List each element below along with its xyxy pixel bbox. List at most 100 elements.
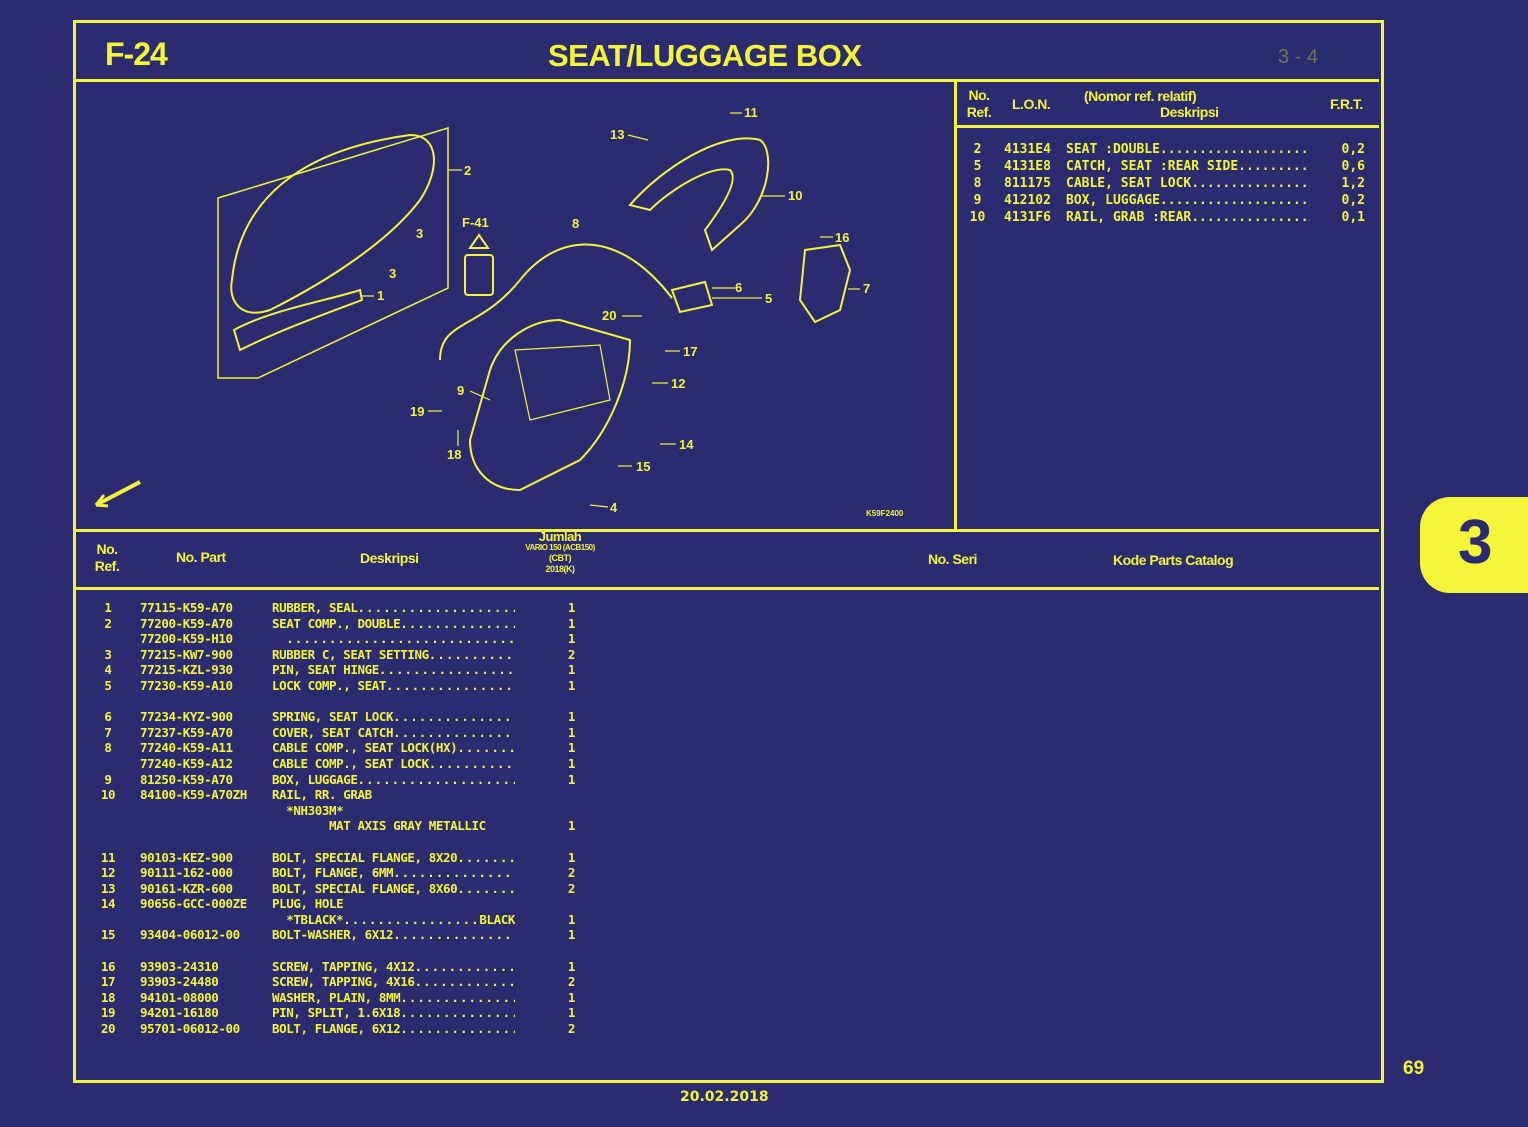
description-cell: SCREW, TAPPING, 4X12 <box>272 959 515 975</box>
part-number: 81250-K59-A70 <box>140 771 233 787</box>
part-number: 93903-24480 <box>140 974 219 990</box>
frt-ref: 2 <box>973 142 982 157</box>
part-number: 77200-K59-H10 <box>140 631 233 647</box>
dot-leader <box>393 927 515 943</box>
part-number: 84100-K59-A70ZH <box>140 787 247 803</box>
description: *TBLACK* <box>272 911 344 927</box>
frt-lon: 4131F6 <box>1004 210 1051 225</box>
description-cell: WASHER, PLAIN, 8MM <box>272 990 515 1006</box>
callout-18: 18 <box>447 447 461 462</box>
ref-number: 3 <box>104 646 112 662</box>
callout-4: 4 <box>610 500 618 515</box>
dot-leader <box>400 1005 515 1021</box>
luggage-box-inner <box>514 344 611 421</box>
quantity: 2 <box>567 880 576 896</box>
description-cell: BOLT, FLANGE, 6MM <box>272 865 515 881</box>
callout-20: 20 <box>602 308 616 323</box>
description-cell: BOLT, SPECIAL FLANGE, 8X60 <box>272 881 515 897</box>
parts-header-ref: No. Ref. <box>94 541 120 574</box>
quantity <box>515 896 575 912</box>
callout-2: 2 <box>464 163 471 178</box>
exploded-diagram: 2 1 3 3 F-41 8 13 11 10 16 7 6 5 20 17 1… <box>94 105 904 518</box>
divider <box>76 79 1379 82</box>
qty-year: 2018(K) <box>545 564 575 574</box>
description-cell: LOCK COMP., SEAT <box>272 678 515 694</box>
quantity: 1 <box>567 615 576 631</box>
dot-leader <box>358 600 515 616</box>
callout-19: 19 <box>410 404 424 419</box>
callout-10: 10 <box>788 188 802 203</box>
part-number: 77237-K59-A70 <box>140 724 233 740</box>
table-row: 10 84100-K59-A70ZH RAIL, RR. GRAB <box>90 787 575 803</box>
frt-ref: 8 <box>973 176 982 191</box>
frt-ref: 10 <box>969 210 986 225</box>
part-number: 77115-K59-A70 <box>140 600 233 615</box>
quantity: 1 <box>567 600 576 615</box>
description-cell <box>272 943 515 959</box>
frt-value: 0,6 <box>1341 159 1365 174</box>
figure-code-small: K59F2400 <box>866 509 904 518</box>
quantity: 1 <box>567 911 576 927</box>
description-cell: BOLT-WASHER, 6X12 <box>272 927 515 943</box>
dot-leader <box>393 865 515 881</box>
quantity: 2 <box>567 974 576 990</box>
part-number <box>140 818 272 834</box>
ref-number <box>90 818 126 834</box>
dot-leader <box>379 662 515 678</box>
frt-lon: 811175 <box>1004 176 1051 191</box>
part-number: 90656-GCC-000ZE <box>140 896 247 912</box>
frt-ref: 5 <box>973 159 982 174</box>
description: RAIL, RR. GRAB <box>272 787 372 803</box>
description: PLUG, HOLE <box>272 896 344 912</box>
callout-1: 1 <box>377 288 384 303</box>
part-number: 94201-16180 <box>140 1005 219 1021</box>
frt-lon: 4131E4 <box>1004 142 1051 157</box>
quantity: 1 <box>567 662 576 678</box>
description-cell: CABLE COMP., SEAT LOCK <box>272 756 515 772</box>
part-number: 90161-KZR-600 <box>140 880 233 896</box>
divider <box>954 80 957 530</box>
table-row <box>90 694 575 710</box>
dot-leader <box>457 881 515 897</box>
callout-8: 8 <box>572 216 579 231</box>
description-cell: BOLT, SPECIAL FLANGE, 8X20 <box>272 850 515 866</box>
part-number: 77234-KYZ-900 <box>140 709 233 725</box>
description: BOLT, FLANGE, 6X12 <box>272 1021 401 1037</box>
dot-leader <box>415 974 515 990</box>
quantity: 1 <box>567 849 576 865</box>
ref-number <box>90 803 126 819</box>
quantity: 1 <box>567 771 576 787</box>
description: PIN, SEAT HINGE <box>272 662 379 678</box>
quantity: 1 <box>567 724 576 740</box>
seat-outline <box>217 126 449 379</box>
part-number <box>140 943 272 959</box>
ref-number: 10 <box>100 787 116 803</box>
description: LOCK COMP., SEAT <box>272 677 387 693</box>
description <box>272 631 286 647</box>
page-frame <box>73 20 1384 1083</box>
part-number: 77215-KZL-930 <box>140 662 233 678</box>
quantity: 1 <box>567 740 576 756</box>
dot-leader <box>457 850 515 866</box>
callout-9: 9 <box>457 383 464 398</box>
description-cell: SCREW, TAPPING, 4X16 <box>272 974 515 990</box>
part-number: 77230-K59-A10 <box>140 677 233 693</box>
callout-14: 14 <box>679 437 694 452</box>
part-number <box>140 912 272 928</box>
description: RUBBER C, SEAT SETTING <box>272 646 429 662</box>
luggage-box <box>468 318 632 492</box>
description-cell: *NH303M* <box>272 803 515 819</box>
description: MAT AXIS GRAY METALLIC <box>272 818 486 834</box>
description-cell <box>272 694 515 710</box>
section-tab[interactable]: 3 <box>1420 497 1528 593</box>
frt-value: 0,2 <box>1341 193 1365 208</box>
ref-number: 12 <box>100 865 116 881</box>
description-cell: RAIL, RR. GRAB <box>272 787 515 803</box>
frt-header-ref: No. Ref. <box>966 87 992 120</box>
quantity <box>515 943 575 959</box>
